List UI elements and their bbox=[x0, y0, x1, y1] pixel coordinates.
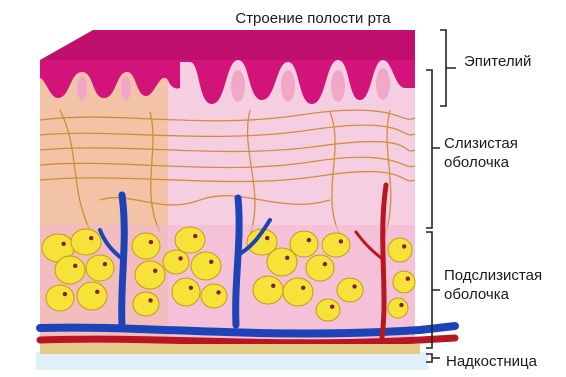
fat-cell-nucleus bbox=[402, 244, 406, 248]
fat-cell-nucleus bbox=[216, 290, 220, 294]
fat-cell bbox=[337, 278, 363, 302]
label-periosteum-text: Надкостница bbox=[446, 353, 537, 370]
fat-cell bbox=[175, 227, 205, 253]
diagram-title: Строение полости рта bbox=[198, 10, 428, 28]
fat-cell bbox=[253, 276, 283, 304]
fat-cell-nucleus bbox=[178, 256, 182, 260]
label-mucosa-line1: Слизистая bbox=[444, 134, 518, 153]
bracket-periosteum bbox=[426, 354, 440, 362]
label-submucosa: Подслизистая оболочка bbox=[444, 266, 542, 304]
fat-cell bbox=[135, 261, 165, 289]
artery-branch bbox=[382, 185, 386, 338]
fat-cell-nucleus bbox=[323, 262, 327, 266]
fat-cell-nucleus bbox=[95, 290, 99, 294]
fat-cell-nucleus bbox=[103, 262, 107, 266]
fat-cell-nucleus bbox=[63, 292, 67, 296]
fat-cell-nucleus bbox=[149, 240, 153, 244]
fat-cell-nucleus bbox=[406, 277, 410, 281]
fat-cell-nucleus bbox=[148, 298, 152, 302]
fat-cell bbox=[316, 299, 340, 321]
fat-cell-nucleus bbox=[339, 239, 343, 243]
fat-cell bbox=[133, 292, 159, 316]
bracket-mucosa bbox=[426, 70, 440, 228]
label-mucosa: Слизистая оболочка bbox=[444, 134, 518, 172]
fat-cell bbox=[322, 233, 350, 257]
fat-cell bbox=[388, 238, 412, 262]
fat-cell-nucleus bbox=[189, 286, 193, 290]
fat-cell-nucleus bbox=[307, 238, 311, 242]
label-submucosa-line2: оболочка bbox=[444, 285, 542, 304]
base-floor bbox=[36, 352, 428, 370]
fat-cell bbox=[306, 255, 334, 281]
fat-cell-nucleus bbox=[209, 260, 213, 264]
label-mucosa-line2: оболочка bbox=[444, 153, 518, 172]
fat-cell bbox=[191, 252, 221, 280]
fat-cell-nucleus bbox=[271, 284, 275, 288]
fat-cell-nucleus bbox=[153, 269, 157, 273]
epithelium-top-face bbox=[40, 30, 415, 60]
label-epithelium: Эпителий bbox=[464, 52, 531, 71]
label-periosteum: Надкостница bbox=[446, 352, 537, 371]
fat-cell-nucleus bbox=[330, 305, 334, 309]
artery-horizontal bbox=[40, 338, 455, 343]
fat-cell bbox=[77, 282, 107, 310]
fat-cell bbox=[388, 298, 408, 318]
layer-brackets bbox=[426, 30, 456, 362]
fat-cell bbox=[172, 278, 200, 306]
fat-cell-nucleus bbox=[352, 284, 356, 288]
fat-cell bbox=[201, 284, 227, 308]
fat-cell bbox=[71, 229, 101, 255]
fat-cell-nucleus bbox=[285, 256, 289, 260]
fat-cell bbox=[290, 231, 318, 257]
fat-cell-nucleus bbox=[301, 286, 305, 290]
fat-cell bbox=[55, 256, 85, 284]
periosteum-layer bbox=[40, 344, 420, 354]
fat-cell bbox=[46, 285, 74, 311]
fat-cell-nucleus bbox=[73, 264, 77, 268]
vein-branch-2 bbox=[236, 198, 239, 325]
fat-cell-nucleus bbox=[265, 236, 269, 240]
fat-cell-nucleus bbox=[61, 242, 65, 246]
fat-cell bbox=[86, 255, 114, 281]
fat-cell bbox=[132, 233, 160, 259]
fat-cell-nucleus bbox=[193, 234, 197, 238]
fat-cell bbox=[163, 250, 189, 274]
label-submucosa-line1: Подслизистая bbox=[444, 266, 542, 285]
fat-cell-nucleus bbox=[89, 236, 93, 240]
bracket-epithelium bbox=[440, 30, 456, 106]
label-epithelium-text: Эпителий bbox=[464, 53, 531, 70]
fat-cell bbox=[283, 278, 313, 306]
fat-cell bbox=[393, 271, 415, 293]
fat-cell-nucleus bbox=[399, 303, 403, 307]
